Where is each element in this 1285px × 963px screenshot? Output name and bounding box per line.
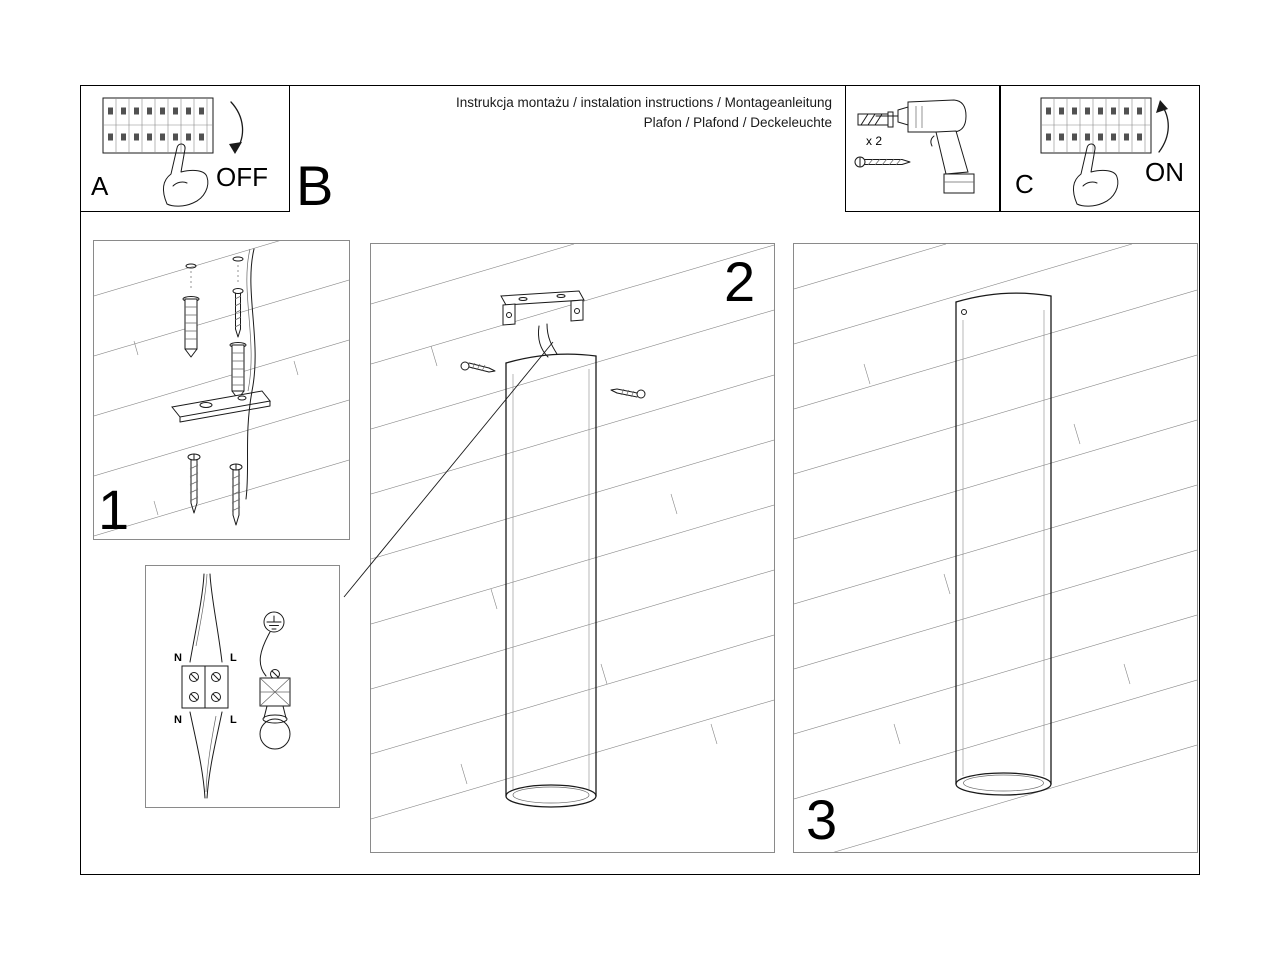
on-label: ON bbox=[1145, 157, 1184, 187]
arrow-down-icon bbox=[229, 101, 244, 154]
cable-icon bbox=[245, 248, 256, 500]
screw-icon bbox=[854, 156, 911, 168]
lamp-cylinder bbox=[505, 353, 597, 808]
breaker-panel-off-illustration bbox=[102, 97, 244, 207]
power-off-box: A OFF bbox=[80, 85, 290, 212]
title-line-2: Plafon / Plafond / Deckeleuchte bbox=[643, 115, 832, 130]
step-1-panel bbox=[93, 240, 350, 540]
title-line-1: Instrukcja montażu / instalation instruc… bbox=[456, 95, 832, 110]
wiring-detail-box: N L N L bbox=[145, 565, 340, 808]
sheet-title: Instrukcja montażu / instalation instruc… bbox=[380, 93, 832, 133]
installed-lamp-illustration bbox=[794, 244, 1197, 852]
mounting-bracket-icon bbox=[500, 290, 585, 326]
hand-icon bbox=[163, 143, 209, 207]
mounting-parts-illustration bbox=[94, 241, 349, 537]
wall-plug-icon bbox=[182, 296, 200, 358]
ceiling-planks bbox=[371, 244, 774, 820]
terminal-block-icon bbox=[181, 665, 229, 709]
drill-icon bbox=[875, 99, 975, 194]
step-a-label: A bbox=[91, 171, 109, 201]
lamp-installation-illustration bbox=[371, 244, 774, 820]
tools-box: x 2 bbox=[845, 85, 1000, 212]
wall-plug-icon bbox=[229, 342, 247, 400]
supply-wires bbox=[189, 573, 223, 663]
cable-icon bbox=[538, 323, 558, 358]
hand-icon bbox=[1073, 143, 1119, 207]
screw-icon bbox=[229, 463, 243, 526]
breaker-panel-icon bbox=[102, 97, 214, 154]
wall-plug-icon bbox=[857, 111, 894, 128]
arrow-up-icon bbox=[1156, 100, 1169, 153]
drill-holes bbox=[185, 256, 244, 291]
step-1-label: 1 bbox=[98, 478, 130, 541]
breaker-panel-icon bbox=[1040, 97, 1152, 154]
step-2-panel bbox=[370, 243, 775, 853]
wiring-diagram-illustration bbox=[181, 573, 291, 799]
lamp-cylinder bbox=[955, 292, 1052, 796]
power-on-box: C ON bbox=[1000, 85, 1200, 212]
step-b-label: B bbox=[296, 154, 334, 217]
screw-icon bbox=[610, 388, 646, 399]
drill-and-fixings-illustration bbox=[854, 99, 975, 194]
wire-n-bottom-label: N bbox=[174, 714, 182, 726]
long-screw-icon bbox=[232, 288, 244, 338]
mounting-bracket-icon bbox=[171, 390, 271, 423]
wire-l-top-label: L bbox=[230, 652, 237, 664]
step-3-panel bbox=[793, 243, 1198, 853]
off-label: OFF bbox=[216, 162, 268, 192]
screw-icon bbox=[460, 361, 496, 373]
wire-n-top-label: N bbox=[174, 652, 182, 664]
ceiling-planks bbox=[794, 244, 1197, 852]
step-3-label: 3 bbox=[806, 788, 838, 851]
screw-count-label: x 2 bbox=[866, 134, 883, 148]
earth-symbol-icon bbox=[263, 611, 285, 633]
earth-terminal-icon bbox=[259, 631, 291, 750]
wire-l-bottom-label: L bbox=[230, 714, 237, 726]
ceiling-planks bbox=[94, 241, 349, 537]
breaker-panel-on-illustration bbox=[1040, 97, 1169, 207]
screw-icon bbox=[187, 453, 201, 514]
fixture-wires bbox=[189, 711, 223, 799]
step-c-label: C bbox=[1015, 169, 1034, 199]
step-2-label: 2 bbox=[724, 250, 756, 313]
